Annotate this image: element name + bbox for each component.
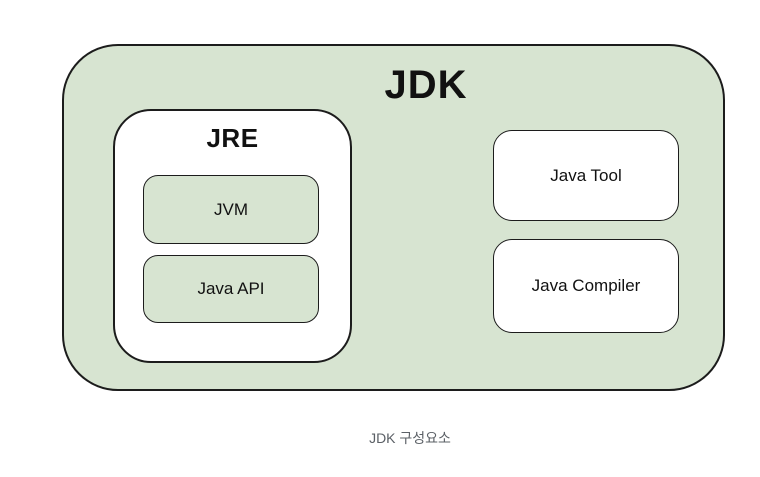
java-compiler-label: Java Compiler — [531, 276, 641, 295]
java-tool-box: Java Tool — [493, 130, 679, 221]
java-api-box: Java API — [143, 255, 319, 323]
diagram-caption: JDK 구성요소 — [369, 430, 451, 446]
jre-container: JRE JVM Java API — [113, 109, 352, 363]
jvm-box: JVM — [143, 175, 319, 244]
java-api-label: Java API — [197, 279, 265, 298]
java-compiler-box: Java Compiler — [493, 239, 679, 333]
jvm-label: JVM — [214, 199, 248, 219]
java-tool-label: Java Tool — [550, 165, 622, 185]
jdk-label: JDK — [384, 63, 468, 107]
jdk-container: JDK JRE JVM Java API Java Tool Java Comp… — [62, 44, 725, 391]
jre-label: JRE — [206, 123, 259, 153]
